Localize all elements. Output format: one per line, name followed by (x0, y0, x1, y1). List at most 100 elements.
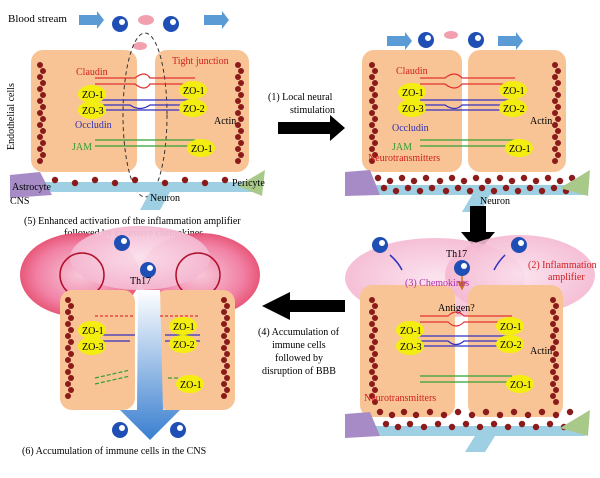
actin-bead (37, 98, 43, 104)
actin-bead (37, 110, 43, 116)
vesicle-dot (490, 187, 498, 195)
actin-bead (372, 128, 378, 134)
astrocyte (345, 412, 380, 438)
actin-bead (221, 357, 227, 363)
occludin-strands (420, 99, 515, 111)
vesicle-dot (388, 411, 396, 419)
actin-bead (65, 357, 71, 363)
actin-bead (372, 315, 378, 321)
zo3-protein (78, 337, 106, 355)
vesicle-dot (532, 423, 540, 431)
vesicle-dot (520, 174, 528, 182)
actin-bead (65, 333, 71, 339)
actin-bead (369, 122, 375, 128)
vesicle-dot (436, 177, 444, 185)
actin-bead (555, 92, 561, 98)
vesicle-dot (460, 177, 468, 185)
actin-bead (238, 128, 244, 134)
neuron-label: Neuron (150, 193, 180, 204)
occludin-label: Occludin (392, 123, 429, 134)
neuron-label: Neuron (480, 196, 510, 207)
vesicle-dot (532, 177, 540, 185)
zo2-protein (179, 99, 207, 117)
actin-bead (372, 116, 378, 122)
actin-bead (221, 381, 227, 387)
actin-bead (238, 152, 244, 158)
actin-bead (550, 393, 556, 399)
actin-bead (553, 375, 559, 381)
zo2-protein (499, 99, 527, 117)
actin-bead (224, 387, 230, 393)
actin-label: Actin (530, 346, 552, 357)
vesicle-dots (51, 176, 229, 187)
claudin-strands (95, 73, 195, 89)
claudin-label: Claudin (396, 66, 428, 77)
actin-bead (37, 146, 43, 152)
actin-bead (369, 393, 375, 399)
actin-bead (369, 62, 375, 68)
actin-bead (550, 333, 556, 339)
actin-bead (37, 86, 43, 92)
actin-bead (238, 68, 244, 74)
vesicle-dot (51, 176, 59, 184)
pericyte (560, 170, 590, 196)
actin-bead (235, 74, 241, 80)
zo3-protein (396, 337, 424, 355)
actin-bead (68, 303, 74, 309)
actin-bead (40, 152, 46, 158)
actin-bead (221, 321, 227, 327)
actin-bead (369, 74, 375, 80)
actin-bead (68, 375, 74, 381)
vesicle-dot (526, 184, 534, 192)
vesicle-dot (568, 174, 576, 182)
vesicle-dot (468, 411, 476, 419)
actin-bead (372, 80, 378, 86)
zo1-label: ZO-1 (82, 326, 104, 337)
actin-bead (552, 62, 558, 68)
actin-bead (235, 134, 241, 140)
step-4-label-line2: immune cells (272, 340, 326, 351)
zo3-label: ZO-3 (82, 106, 104, 117)
actin-bead (550, 297, 556, 303)
actin-bead (372, 104, 378, 110)
jam-label: JAM (392, 142, 412, 153)
occludin-strands (95, 99, 195, 111)
actin-bead (65, 297, 71, 303)
actin-bead (553, 339, 559, 345)
actin-bead (369, 98, 375, 104)
vesicle-dot (496, 411, 504, 419)
panel-neural-stimulation: Claudin Occludin JAM ZO-1 ZO-3 ZO-1 ZO-2… (345, 31, 590, 212)
zo2-label: ZO-2 (173, 340, 195, 351)
step-6-label: (6) Accumulation of immune cells in the … (22, 446, 206, 457)
actin-bead (372, 152, 378, 158)
actin-bead (550, 369, 556, 375)
claudin-strands (420, 311, 512, 327)
zo2-protein (169, 335, 197, 353)
actin-bead (221, 333, 227, 339)
jam-strands (420, 139, 515, 147)
actin-bead (550, 309, 556, 315)
zo2-label: ZO-2 (503, 104, 525, 115)
actin-bead (238, 80, 244, 86)
vesicle-dot (374, 174, 382, 182)
neurotransmitters-label: Neurotransmitters (364, 393, 436, 404)
occludin-label: Occludin (75, 120, 112, 131)
actin-filament (369, 297, 378, 405)
actin-bead (221, 393, 227, 399)
actin-bead (372, 351, 378, 357)
actin-filament (65, 297, 74, 399)
cns-label: CNS (10, 196, 29, 207)
vesicle-dot (426, 408, 434, 416)
pericyte-label: Pericyte (232, 178, 265, 189)
vesicle-dot (504, 423, 512, 431)
actin-bead (37, 74, 43, 80)
actin-bead (224, 339, 230, 345)
zo1-protein (496, 317, 524, 335)
actin-bead (555, 68, 561, 74)
erythrocyte (444, 31, 458, 39)
zo3-label: ZO-3 (402, 104, 424, 115)
neuron-vessel (370, 426, 585, 452)
pericyte (560, 410, 590, 436)
vesicle-dot (472, 174, 480, 182)
